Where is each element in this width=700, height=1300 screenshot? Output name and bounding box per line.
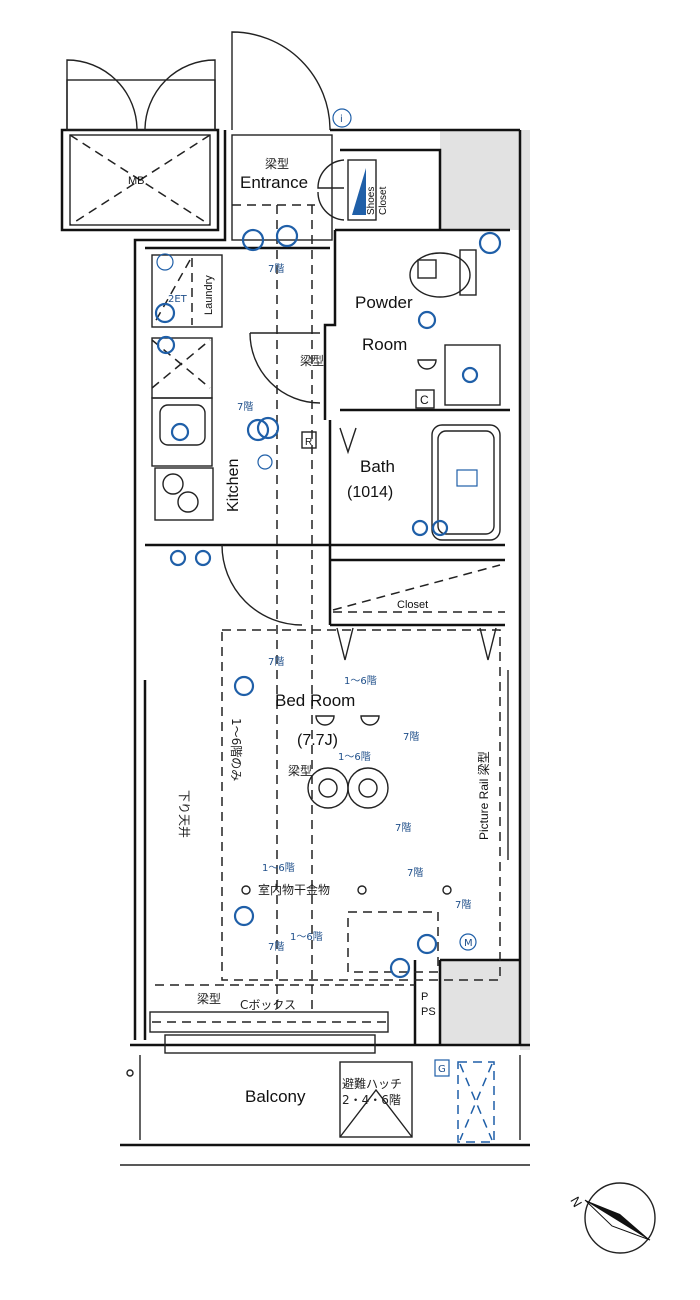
- powder-label-1: Powder: [355, 293, 413, 312]
- svg-text:7階: 7階: [407, 867, 423, 879]
- closet-label-shoes: Closet: [378, 186, 389, 215]
- shoes-label: Shoes: [366, 187, 377, 215]
- svg-text:7階: 7階: [268, 941, 284, 953]
- shaded-area-bottom: [440, 960, 520, 1045]
- hanger-label: 室内物干金物: [258, 882, 330, 897]
- svg-text:7階: 7階: [268, 656, 284, 668]
- entrance-door[interactable]: [231, 31, 331, 131]
- powder-label-2: Room: [362, 335, 407, 354]
- bedroom-switches: [169, 549, 212, 567]
- svg-text:7階: 7階: [268, 263, 284, 275]
- svg-text:1～6階: 1～6階: [338, 751, 371, 763]
- closet-label: Closet: [397, 599, 428, 611]
- shaded-area-right: [520, 130, 530, 1050]
- svg-text:2ET: 2ET: [168, 294, 188, 305]
- lowered-ceiling-outline: [221, 629, 501, 981]
- closet[interactable]: Closet: [332, 564, 505, 661]
- compass-n: N: [567, 1194, 585, 1210]
- balcony-window[interactable]: [164, 1034, 376, 1054]
- shoes-closet[interactable]: Shoes Closet: [317, 159, 389, 221]
- lowered-ceiling-label: 下り天井: [177, 790, 191, 838]
- cbox: [149, 1011, 389, 1033]
- entrance-label: Entrance: [240, 173, 308, 192]
- laundry-area: 2ET Laundry: [151, 253, 223, 328]
- shaded-area-top: [440, 130, 520, 230]
- meter-i: i: [332, 108, 352, 128]
- hatch-label: 避難ハッチ: [342, 1076, 402, 1091]
- svg-text:1～6階: 1～6階: [344, 675, 377, 687]
- bath-label: Bath: [360, 457, 395, 476]
- svg-text:7階: 7階: [455, 899, 471, 911]
- bath: Bath (1014): [339, 424, 501, 541]
- picture-rail-label: Picture Rail 梁型: [476, 751, 491, 840]
- ps-label: PS: [421, 1006, 436, 1018]
- beam-label-bedroom: 梁型: [288, 763, 312, 778]
- svg-text:M: M: [464, 938, 473, 949]
- cbox-beam-label: 梁型: [197, 991, 221, 1006]
- svg-text:7階: 7階: [237, 401, 253, 413]
- balcony: Balcony 避難ハッチ 2・4・6階 G: [120, 1055, 530, 1166]
- svg-text:1～6階: 1～6階: [290, 931, 323, 943]
- compass-icon: N: [567, 1182, 656, 1254]
- kitchen-door[interactable]: [249, 332, 321, 404]
- bedroom-door[interactable]: [221, 544, 303, 626]
- kitchen-lights: 7階 7階: [237, 224, 299, 470]
- r-mark-box: [301, 431, 317, 449]
- balcony-label: Balcony: [245, 1087, 306, 1106]
- mb-closet: MB: [60, 59, 220, 232]
- svg-text:7階: 7階: [403, 731, 419, 743]
- bedroom-lights: 7階 1～6階 7階 1～6階 7階 1～6階 7階 室内物干金物 7階 1～6…: [233, 656, 477, 979]
- kitchen-label: Kitchen: [225, 459, 242, 512]
- hatch-floors: 2・4・6階: [342, 1092, 401, 1107]
- interior-walls: [143, 228, 510, 1040]
- entrance-beam-label: 梁型: [265, 156, 289, 171]
- bedroom-label: Bed Room: [275, 691, 355, 710]
- floors-only-label: 1～6階のみ: [229, 718, 244, 781]
- bath-size: (1014): [347, 484, 393, 501]
- svg-text:i: i: [340, 114, 343, 125]
- beam-label-kitchen: 梁型: [300, 353, 324, 368]
- kitchen-counter: Kitchen: [151, 335, 242, 521]
- bedroom-size: (7.7J): [297, 732, 338, 749]
- ps-label-p: P: [421, 991, 428, 1003]
- svg-text:1～6階: 1～6階: [262, 862, 295, 874]
- svg-text:R: R: [305, 437, 312, 448]
- exterior-walls: [130, 128, 530, 1047]
- svg-text:G: G: [438, 1064, 446, 1075]
- svg-text:7階: 7階: [395, 822, 411, 834]
- powder-room: C Powder Room: [355, 231, 502, 409]
- laundry-label: Laundry: [203, 275, 215, 315]
- cbox-label: Cボックス: [240, 998, 296, 1012]
- mb-label: MB: [128, 175, 145, 187]
- svg-text:C: C: [420, 393, 429, 407]
